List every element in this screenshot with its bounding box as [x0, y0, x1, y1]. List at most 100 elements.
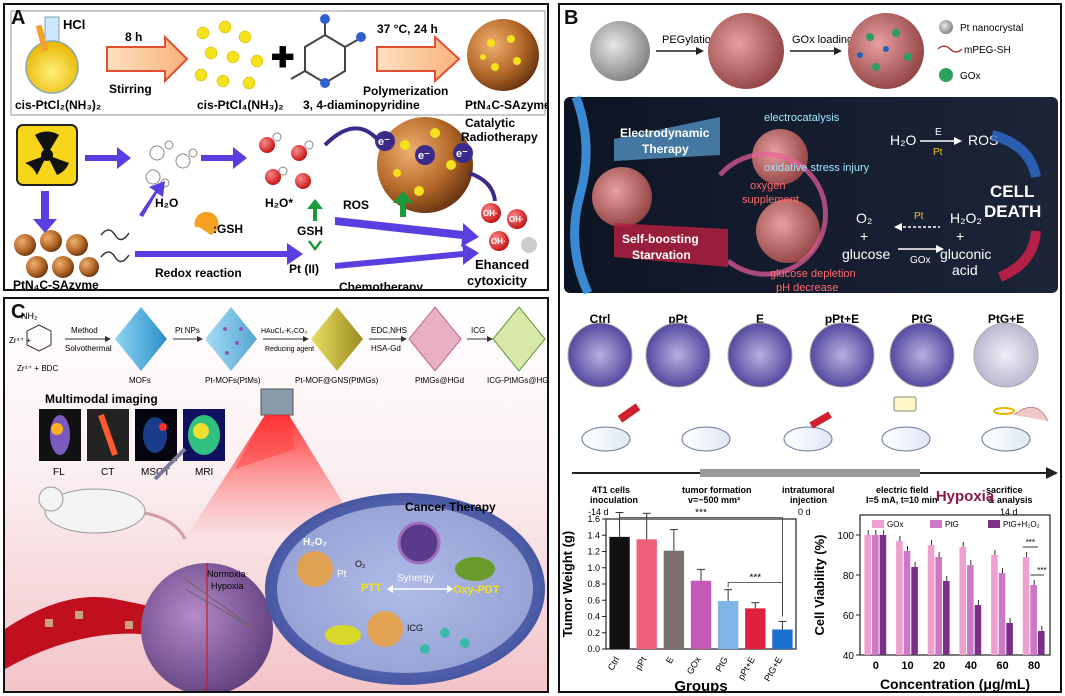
arrow-a1: [85, 147, 131, 169]
cell: CELL: [990, 182, 1034, 201]
legend-0: Pt nanocrystal: [960, 23, 1023, 34]
mode-1: CT: [101, 467, 114, 478]
dish-1: [645, 322, 711, 388]
reagent2-label: cis-PtCl₄(NH₃)₂: [197, 98, 284, 112]
dish-2: [727, 322, 793, 388]
green-arrow-ros: [393, 191, 413, 203]
polymerization: Polymerization: [363, 84, 448, 98]
method: Method: [71, 326, 98, 335]
pt-c: Pt: [337, 569, 347, 580]
chart1-bar-5: [745, 608, 766, 649]
catalytic: Catalytic: [465, 116, 515, 130]
chart2-legend-1: PtG: [945, 520, 959, 529]
svg-text:OH·: OH·: [491, 237, 506, 246]
nh2-label: NH₂: [21, 311, 38, 321]
gox-b: GOx: [910, 255, 931, 266]
panel-c-letter: C: [11, 301, 26, 323]
ptmgs-octahedron: [408, 306, 462, 372]
panel-c: C NH₂ Zr⁴⁺ + Zr⁴⁺ + BDC Method Solvother…: [3, 297, 549, 693]
chart1-xtick-5: pPt+E: [736, 655, 757, 681]
ros-b: ROS: [968, 132, 998, 148]
mofs-octahedron: [115, 307, 167, 371]
glucose: glucose: [842, 246, 890, 262]
edt-banner: [614, 117, 720, 161]
gsh-pacman-icon: [194, 211, 219, 235]
oxygen1: oxygen: [750, 180, 785, 192]
svg-text:e⁻: e⁻: [456, 148, 468, 160]
panel-b: B PEGylation GOx loading Pt nanocrystal …: [558, 3, 1062, 693]
tl-d1: -14 d: [588, 507, 609, 517]
pegylated-particle: [708, 13, 784, 89]
dish-4: [889, 322, 955, 388]
pt-b2: Pt: [914, 211, 924, 222]
dish-label-0: Ctrl: [590, 312, 611, 326]
chart1-ytick-label-8: 1.6: [587, 514, 600, 524]
oh-radicals: OH·OH· OH·: [481, 203, 537, 253]
chart1-annot-0: ***: [695, 507, 707, 518]
pt-nanocrystal-icon: [939, 20, 953, 34]
ros-a: ROS: [343, 198, 369, 212]
saz-cluster: [14, 230, 99, 278]
arrow-up-a: [139, 181, 165, 217]
tl-d2: 0 d: [798, 507, 811, 517]
sbs2: Starvation: [632, 248, 691, 262]
chart2-xtick-3: 40: [965, 660, 977, 672]
h2o2-c: H₂O₂: [303, 537, 327, 548]
tl-field2: I=5 mA, t=10 min: [866, 495, 938, 505]
chart2-bar-2-0: [879, 535, 887, 655]
chart2-bar-1-2: [935, 557, 942, 655]
radiotherapy: Radiotherapy: [461, 130, 538, 144]
sbs1: Self-boosting: [622, 232, 699, 246]
chart1-bar-4: [717, 601, 739, 649]
ph: pH decrease: [776, 282, 838, 294]
plus-icon: ✚: [271, 42, 294, 73]
particle-c1: [297, 551, 333, 587]
flask-icon: [25, 16, 79, 94]
h2o-molecules: [145, 140, 198, 188]
hsa: HSA-Gd: [371, 344, 401, 353]
chart2-bar-0-4: [991, 555, 998, 655]
panel-b-illustration: PEGylation GOx loading Pt nanocrystal mP…: [564, 13, 1058, 517]
chart1-bar-3: [690, 580, 712, 649]
icg-c: ICG: [407, 623, 423, 633]
icg-octahedron: [492, 306, 546, 372]
h2o-label: H₂O: [155, 196, 178, 210]
dish-5: [973, 322, 1039, 388]
dish-label-2: E: [756, 312, 764, 326]
chart2-xtick-2: 20: [933, 660, 945, 672]
chart2-bar-2-4: [1006, 623, 1013, 655]
enhanced2: cytoxicity: [467, 273, 528, 288]
tl-d3: 14 d: [1000, 507, 1018, 517]
chart1-bar-2: [663, 550, 685, 649]
redox: Redox reaction: [155, 266, 242, 280]
arrow-a2: [201, 147, 247, 169]
e-label: E: [935, 127, 942, 138]
gsh: GSH: [297, 224, 323, 238]
chart2-bar-0-1: [896, 541, 903, 655]
cond2: 37 °C, 24 h: [377, 22, 438, 36]
mitochondria: [455, 557, 495, 581]
dish-label-4: PtG: [911, 312, 932, 326]
chart2-bar-1-0: [872, 535, 879, 655]
n-atom: [320, 78, 330, 88]
gsh-legend: :GSH: [213, 222, 243, 236]
chart2-xtick-0: 0: [873, 660, 879, 672]
chart1-xtick-1: pPt: [633, 655, 649, 672]
saz-label: PtN₄C-SAzyme: [13, 278, 99, 291]
chart1-ytick-label-3: 0.6: [587, 595, 600, 605]
chart2-legend-2: PtG+H₂O₂: [1003, 520, 1040, 529]
chart2-xtick-1: 10: [901, 660, 913, 672]
saz-ball-large: [467, 19, 539, 91]
oxidative: oxidative stress injury: [764, 162, 870, 174]
arrow-redox: [135, 243, 303, 265]
chart2-bar-0-0: [864, 535, 872, 655]
oxygen2: supplement: [742, 194, 799, 206]
vessel: [570, 95, 593, 295]
chart2-xtick-4: 60: [996, 660, 1008, 672]
time1: 8 h: [125, 30, 142, 44]
h2o-star-label: H₂O*: [265, 196, 293, 210]
mode-0: FL: [53, 467, 65, 478]
electron-icons: e⁻ e⁻ e⁻: [375, 131, 473, 165]
chart1-bracket-1: [727, 581, 783, 617]
chart2-ytick-label-0: 40: [843, 651, 855, 662]
